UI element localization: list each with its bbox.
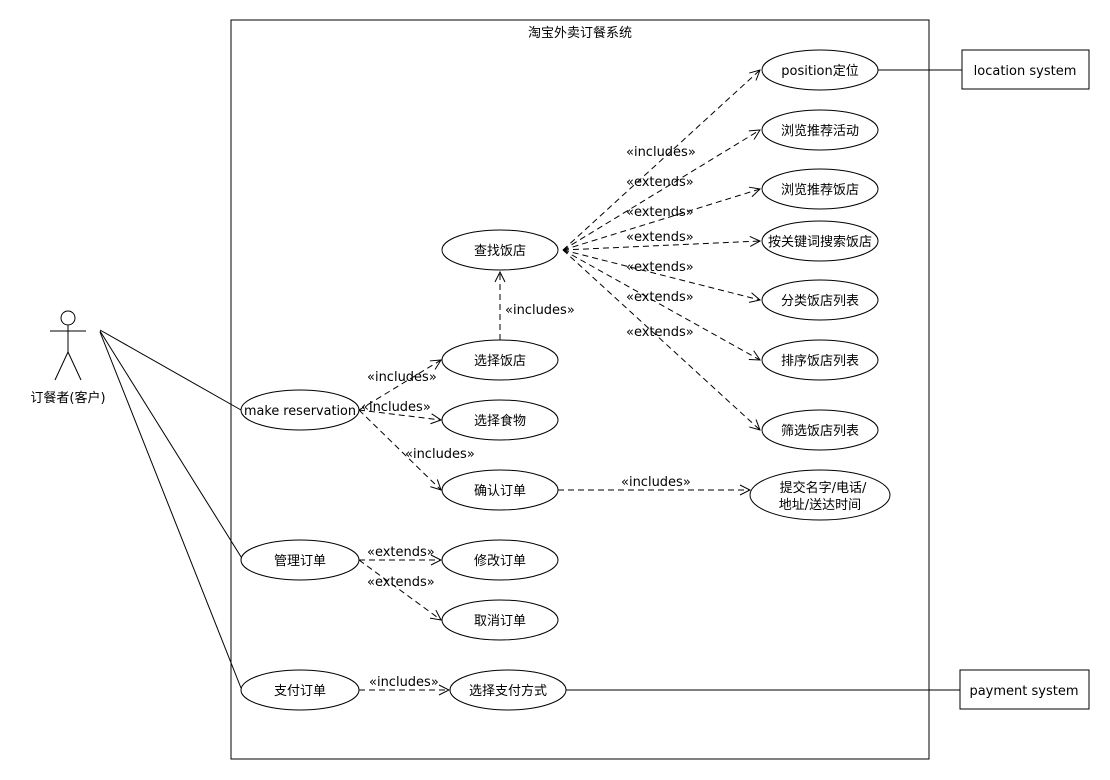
use-case-submit-info-label-1: 提交名字/电话/ — [780, 480, 867, 496]
use-case-find-restaurant — [441, 229, 559, 271]
use-case-select-food — [441, 399, 559, 441]
use-case-pay-order-label: 支付订单 — [274, 684, 326, 699]
use-case-filter-list-label: 筛选饭店列表 — [781, 424, 859, 439]
use-case-browse-promotions — [761, 109, 879, 151]
stereotype-extends-keyword: «extends» — [626, 230, 694, 245]
system-title: 淘宝外卖订餐系统 — [528, 25, 632, 41]
stereotype-includes-find: «includes» — [505, 303, 575, 318]
use-case-select-restaurant-label: 选择饭店 — [474, 354, 526, 369]
use-case-keyword-search — [761, 220, 879, 262]
stereotype-extends-filter: «extends» — [626, 325, 694, 340]
use-case-browse-promotions-label: 浏览推荐活动 — [781, 123, 859, 139]
use-case-select-food-label: 选择食物 — [474, 413, 526, 429]
stereotype-extends-promotions: «extends» — [626, 175, 694, 190]
actor-associations — [99, 329, 244, 689]
stereotype-extends-recommended: «extends» — [626, 205, 694, 220]
use-case-choose-payment — [449, 669, 567, 711]
use-case-browse-restaurants — [761, 168, 879, 210]
payment-system-label: payment system — [969, 684, 1078, 699]
stereotype-includes-select: «includes» — [367, 370, 437, 385]
use-case-sort-list — [761, 339, 879, 381]
use-case-submit-info — [749, 469, 891, 521]
use-case-confirm-order — [441, 469, 559, 511]
stereotype-extends-category: «extends» — [626, 260, 694, 275]
use-case-filter-list — [761, 409, 879, 451]
use-case-make-reservation — [240, 389, 360, 431]
use-case-manage-order — [240, 539, 360, 581]
stereotype-includes-submit: «includes» — [621, 475, 691, 490]
actor-figure — [50, 310, 86, 381]
use-case-keyword-search-label: 按关键词搜索饭店 — [768, 235, 872, 250]
use-case-choose-payment-label: 选择支付方式 — [469, 683, 547, 699]
stereotype-includes-position: «includes» — [626, 145, 696, 160]
use-case-select-restaurant — [441, 339, 559, 381]
stereotype-extends-modify: «extends» — [367, 545, 435, 560]
use-case-cancel-order — [441, 599, 559, 641]
reservation-dependencies — [358, 360, 441, 490]
use-case-find-restaurant-label: 查找饭店 — [474, 244, 526, 259]
use-case-modify-order — [441, 539, 559, 581]
use-case-submit-info-label-2: 地址/送达时间 — [779, 498, 861, 513]
stereotype-extends-sort: «extends» — [626, 290, 694, 305]
payment-system-box — [959, 669, 1090, 710]
location-system-label: location system — [974, 64, 1077, 79]
find-restaurant-dependencies — [562, 70, 760, 430]
manage-order-dependencies — [358, 560, 441, 620]
stereotype-extends-cancel: «extends» — [367, 575, 435, 590]
use-case-cancel-order-label: 取消订单 — [474, 614, 526, 629]
location-system-box — [961, 49, 1090, 90]
use-case-confirm-order-label: 确认订单 — [474, 484, 526, 499]
stereotype-includes-confirm: «includes» — [405, 447, 475, 462]
use-case-make-reservation-label: make reservation — [244, 404, 356, 419]
use-case-manage-order-label: 管理订单 — [274, 554, 326, 569]
stereotype-includes-payment: «includes» — [369, 675, 439, 690]
stereotype-includes-food: «includes» — [361, 400, 431, 415]
use-case-browse-restaurants-label: 浏览推荐饭店 — [781, 182, 859, 198]
use-case-category-list — [761, 279, 879, 321]
use-case-category-list-label: 分类饭店列表 — [781, 294, 859, 309]
use-case-sort-list-label: 排序饭店列表 — [781, 354, 859, 369]
use-case-pay-order — [240, 669, 360, 711]
use-case-position — [761, 49, 879, 91]
use-case-position-label: position定位 — [781, 64, 859, 79]
use-case-modify-order-label: 修改订单 — [474, 554, 526, 569]
actor-label: 订餐者(客户) — [30, 390, 105, 406]
